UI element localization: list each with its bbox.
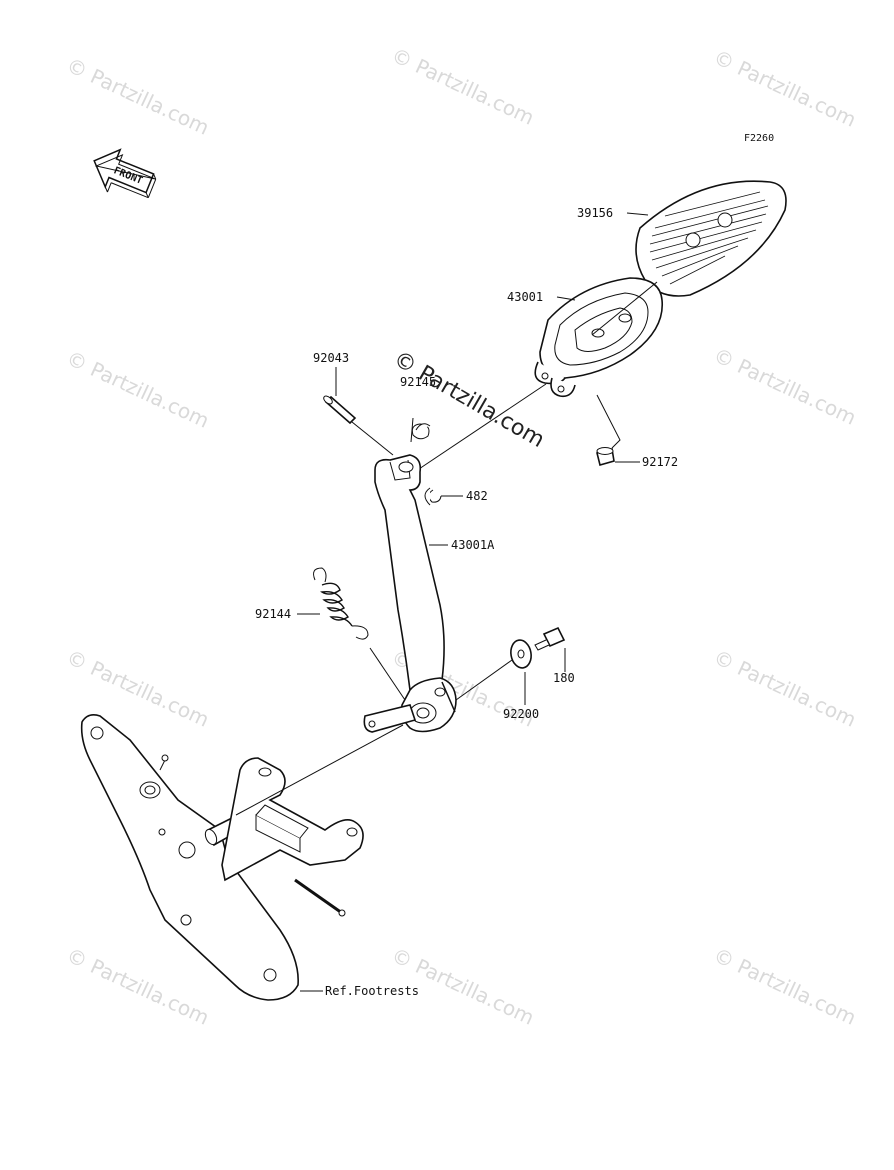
part-label-92043: 92043	[313, 351, 349, 365]
front-arrow-icon: FRONT	[93, 148, 157, 199]
part-label-92145: 92145	[400, 375, 436, 389]
center-watermark: © Partzilla.com	[389, 347, 549, 454]
part-92200-washer	[510, 639, 532, 669]
part-label-39156: 39156	[577, 206, 613, 220]
watermark: © Partzilla.com	[388, 43, 538, 130]
part-43001a-arm	[363, 454, 457, 733]
watermark: © Partzilla.com	[63, 346, 213, 433]
part-43001-plate	[534, 277, 663, 398]
watermark: © Partzilla.com	[63, 943, 213, 1030]
part-label-92172: 92172	[642, 455, 678, 469]
reference-label: Ref.Footrests	[325, 984, 419, 998]
part-label-482: 482	[466, 489, 488, 503]
watermark: © Partzilla.com	[710, 343, 860, 430]
part-92043-pin	[323, 395, 357, 425]
watermark: © Partzilla.com	[710, 943, 860, 1030]
part-92144-spring	[313, 567, 369, 640]
part-92145-spring	[410, 417, 431, 443]
part-label-43001: 43001	[507, 290, 543, 304]
footrest-bracket	[80, 714, 364, 1001]
part-92172-bolt	[596, 447, 615, 466]
part-39156-pad	[635, 180, 787, 297]
part-180-bolt	[534, 626, 566, 651]
part-482-clip	[424, 487, 442, 506]
watermark: © Partzilla.com	[710, 645, 860, 732]
part-label-180: 180	[553, 671, 575, 685]
diagram-code: F2260	[744, 133, 774, 144]
part-label-43001a: 43001A	[451, 538, 495, 552]
part-label-92200: 92200	[503, 707, 539, 721]
watermark: © Partzilla.com	[63, 53, 213, 140]
watermark: © Partzilla.com	[710, 45, 860, 132]
part-label-92144: 92144	[255, 607, 291, 621]
